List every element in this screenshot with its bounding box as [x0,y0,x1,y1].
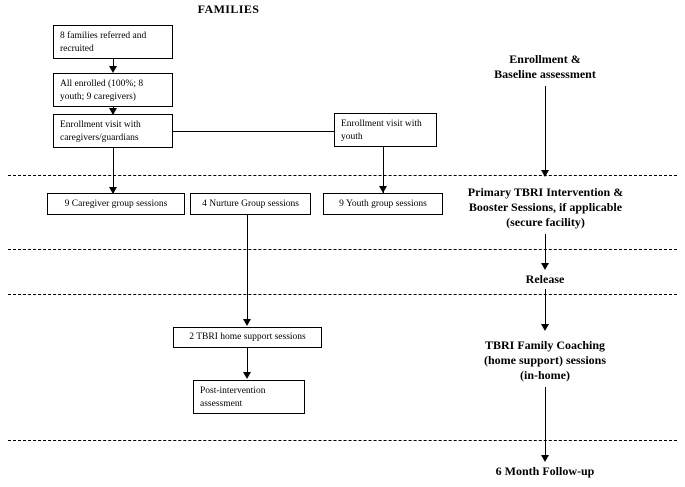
arrowhead-nurture-to-home-support [243,319,251,326]
box-all-enrolled[interactable]: All enrolled (100%; 8 youth; 9 caregiver… [53,73,173,107]
box-enrollment-visit-youth[interactable]: Enrollment visit with youth [334,113,437,147]
arrowhead-timeline-release [541,263,549,270]
stage-six-month-followup: 6 Month Follow-up [455,464,635,479]
timeline-release-to-coaching [545,289,546,329]
box-youth-group-sessions[interactable]: 9 Youth group sessions [323,193,443,215]
stage-enrollment-baseline-line1: Enrollment & [509,52,581,66]
arrowhead-home-support-to-assessment [243,372,251,379]
stage-tbri-family-coaching: TBRI Family Coaching (home support) sess… [455,338,635,383]
page-title: FAMILIES [197,2,260,16]
phase-divider-release [8,294,677,295]
stage-enrollment-baseline: Enrollment & Baseline assessment [455,52,635,82]
box-families-referred[interactable]: 8 families referred and recruited [53,25,173,59]
connector-home-support-to-assessment [247,348,248,374]
arrowhead-caregivers-to-group-sessions [109,187,117,194]
stage-release-line1: Release [525,272,565,286]
stage-primary-tbri-line2: Booster Sessions, if applicable [468,200,623,214]
timeline-enrollment-to-intervention [545,86,546,174]
connector-caregivers-to-youth [173,131,334,132]
box-nurture-group-sessions[interactable]: 4 Nurture Group sessions [190,193,311,215]
stage-six-month-followup-line1: 6 Month Follow-up [495,464,595,478]
stage-release: Release [475,272,615,287]
box-caregiver-group-sessions[interactable]: 9 Caregiver group sessions [47,193,185,215]
timeline-intervention-to-release [545,234,546,268]
arrowhead-referred-to-enrolled [109,66,117,73]
stage-primary-tbri-line3: (secure facility) [506,215,585,229]
stage-enrollment-baseline-line2: Baseline assessment [494,67,596,81]
arrowhead-timeline-coaching [541,324,549,331]
stage-tbri-family-coaching-line3: (in-home) [520,368,570,382]
arrowhead-timeline-followup [541,455,549,462]
connector-youth-to-group-sessions [383,147,384,195]
stage-tbri-family-coaching-line2: (home support) sessions [483,353,606,367]
phase-divider-enrollment [8,175,677,176]
arrowhead-youth-to-group-sessions [379,186,387,193]
stage-primary-tbri-line1: Primary TBRI Intervention & [467,185,624,199]
phase-divider-intervention [8,249,677,250]
arrowhead-timeline-enrollment [541,170,549,177]
stage-primary-tbri: Primary TBRI Intervention & Booster Sess… [443,185,648,230]
phase-divider-followup [8,440,677,441]
box-tbri-home-support-sessions[interactable]: 2 TBRI home support sessions [173,327,322,348]
timeline-coaching-to-followup [545,387,546,459]
connector-referred-to-enrolled [113,59,114,69]
connector-nurture-to-home-support [247,215,248,319]
arrowhead-enrolled-to-visit [109,108,117,115]
box-post-intervention-assessment[interactable]: Post-intervention assessment [193,380,305,414]
stage-tbri-family-coaching-line1: TBRI Family Coaching [484,338,605,352]
box-enrollment-visit-caregivers[interactable]: Enrollment visit with caregivers/guardia… [53,114,173,148]
connector-caregivers-to-group-sessions [113,148,114,196]
